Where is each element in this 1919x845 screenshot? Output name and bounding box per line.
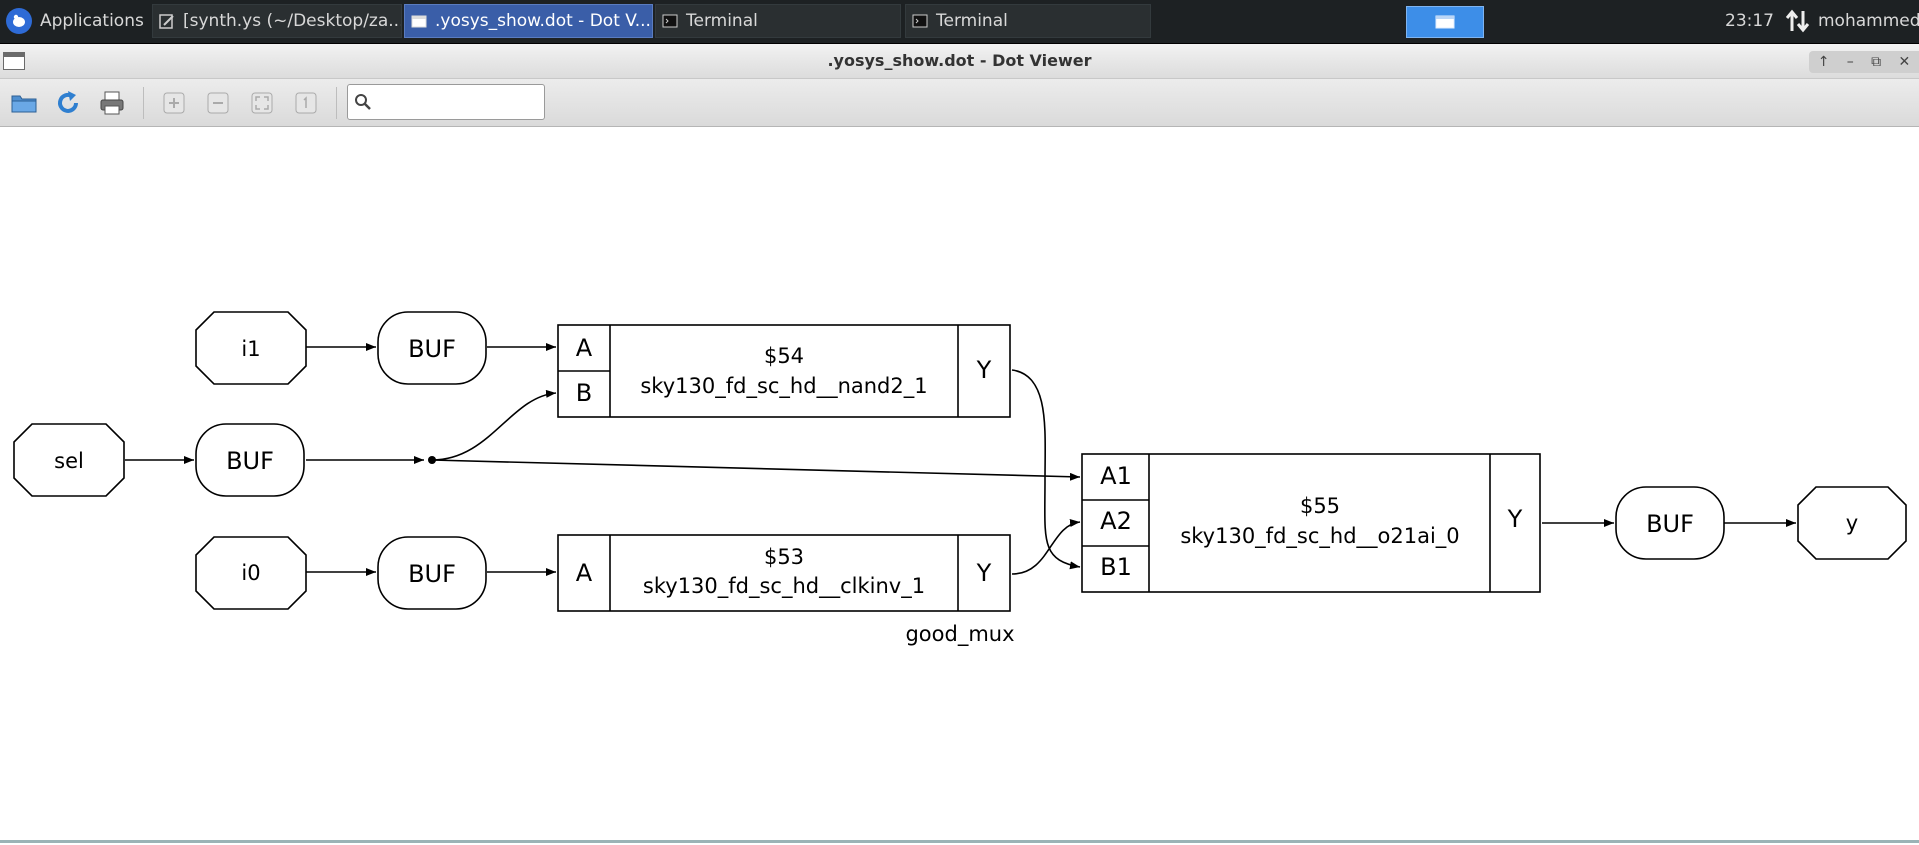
zoom-out-button[interactable]	[202, 87, 234, 119]
port-label: i0	[241, 561, 260, 585]
workspace-switcher[interactable]	[1406, 6, 1484, 38]
zoom-100-icon	[295, 92, 317, 114]
graph-edges	[125, 343, 1796, 576]
print-icon	[100, 91, 124, 115]
toolbar	[0, 79, 1919, 127]
pin-a: A	[576, 334, 593, 362]
workspace-window-icon	[1435, 15, 1455, 29]
taskbar-item-synth-editor[interactable]: [synth.ys (~/Desktop/za...	[152, 4, 402, 38]
zoom-fit-button[interactable]	[246, 87, 278, 119]
open-button[interactable]	[8, 87, 40, 119]
module-label: good_mux	[905, 622, 1014, 647]
taskbar-item-label: Terminal	[936, 11, 1008, 31]
port-label: i1	[241, 337, 260, 361]
edge-sel-nand-b	[431, 389, 557, 461]
window-title: .yosys_show.dot - Dot Viewer	[827, 51, 1092, 70]
pin-a: A	[576, 559, 593, 587]
netlist-graph: i1 sel i0 y BUF BUF BUF BUF	[13, 311, 1907, 647]
edge-inv-y-o21ai-a2	[1011, 519, 1081, 575]
cell-id: $55	[1300, 494, 1340, 518]
user-menu[interactable]: mohammed	[1818, 11, 1919, 31]
buf-label: BUF	[1646, 510, 1694, 538]
minimize-button[interactable]: –	[1846, 54, 1854, 70]
pin-a2: A2	[1100, 507, 1132, 535]
xfce-logo-icon	[6, 8, 32, 34]
buf-y[interactable]: BUF	[1615, 486, 1725, 560]
taskbar-item-label: Terminal	[686, 11, 758, 31]
applications-label: Applications	[40, 11, 144, 31]
search-input[interactable]	[376, 89, 540, 115]
zoom-100-button[interactable]	[290, 87, 322, 119]
cell-o21ai[interactable]: A1 A2 B1 $55 sky130_fd_sc_hd__o21ai_0 Y	[1081, 453, 1541, 593]
port-sel[interactable]: sel	[13, 423, 125, 497]
window-titlebar[interactable]: .yosys_show.dot - Dot Viewer ↑ – ⧉ ✕	[0, 44, 1919, 79]
toolbar-separator	[143, 87, 144, 119]
cell-clkinv[interactable]: A $53 sky130_fd_sc_hd__clkinv_1 Y	[557, 534, 1011, 612]
cell-type: sky130_fd_sc_hd__o21ai_0	[1180, 524, 1459, 549]
graph-canvas[interactable]: i1 sel i0 y BUF BUF BUF BUF	[0, 127, 1919, 841]
edge-sel-o21ai-a1	[431, 459, 1081, 481]
port-i1[interactable]: i1	[195, 311, 307, 385]
open-folder-icon	[11, 95, 37, 113]
pin-b: B	[576, 379, 592, 407]
port-y[interactable]: y	[1797, 486, 1907, 560]
port-i0[interactable]: i0	[195, 536, 307, 610]
buf-label: BUF	[408, 560, 456, 588]
pin-y: Y	[1507, 505, 1523, 533]
taskbar: Applications [synth.ys (~/Desktop/za... …	[0, 0, 1919, 44]
reload-button[interactable]	[52, 87, 84, 119]
taskbar-item-label: [synth.ys (~/Desktop/za...	[183, 11, 402, 31]
terminal-icon	[662, 14, 678, 28]
window-icon	[411, 15, 427, 28]
pin-y: Y	[976, 559, 992, 587]
taskbar-item-label: .yosys_show.dot - Dot V...	[435, 11, 651, 31]
taskbar-item-terminal-1[interactable]: Terminal	[655, 4, 901, 38]
window-bottom-border	[0, 840, 1919, 843]
network-icon[interactable]	[1785, 9, 1811, 33]
terminal-icon	[912, 14, 928, 28]
window-menu-icon[interactable]	[3, 52, 25, 70]
clock[interactable]: 23:17	[1725, 11, 1774, 31]
reload-icon	[58, 91, 78, 113]
taskbar-item-terminal-2[interactable]: Terminal	[905, 4, 1151, 38]
cell-id: $54	[764, 344, 804, 368]
cell-type: sky130_fd_sc_hd__nand2_1	[640, 374, 927, 399]
close-button[interactable]: ✕	[1898, 54, 1911, 70]
buf-label: BUF	[408, 335, 456, 363]
buf-label: BUF	[226, 447, 274, 475]
search-box[interactable]	[347, 84, 545, 120]
print-button[interactable]	[96, 87, 128, 119]
pin-a1: A1	[1100, 462, 1132, 490]
buf-i1[interactable]: BUF	[377, 311, 487, 385]
zoom-fit-icon	[251, 92, 273, 114]
search-icon	[355, 94, 371, 110]
zoom-in-icon	[163, 92, 185, 114]
cell-type: sky130_fd_sc_hd__clkinv_1	[643, 574, 925, 599]
zoom-in-button[interactable]	[158, 87, 190, 119]
pin-b1: B1	[1100, 553, 1132, 581]
cell-nand2[interactable]: A B $54 sky130_fd_sc_hd__nand2_1 Y	[557, 324, 1011, 418]
net-junction-dot	[428, 456, 436, 464]
applications-menu[interactable]: Applications	[0, 4, 150, 38]
port-label: y	[1846, 511, 1858, 535]
toolbar-separator	[336, 87, 337, 119]
edge-nand-y-o21ai-b1	[1011, 369, 1081, 570]
text-editor-icon	[159, 14, 174, 29]
taskbar-item-dot-viewer[interactable]: .yosys_show.dot - Dot V...	[404, 4, 653, 38]
port-label: sel	[54, 449, 84, 473]
cell-id: $53	[764, 545, 804, 569]
buf-sel[interactable]: BUF	[195, 423, 305, 497]
buf-i0[interactable]: BUF	[377, 536, 487, 610]
window-controls: ↑ – ⧉ ✕	[1809, 51, 1919, 73]
maximize-button[interactable]: ⧉	[1871, 54, 1882, 70]
zoom-out-icon	[207, 92, 229, 114]
keep-above-button[interactable]: ↑	[1817, 54, 1830, 70]
pin-y: Y	[976, 356, 992, 384]
